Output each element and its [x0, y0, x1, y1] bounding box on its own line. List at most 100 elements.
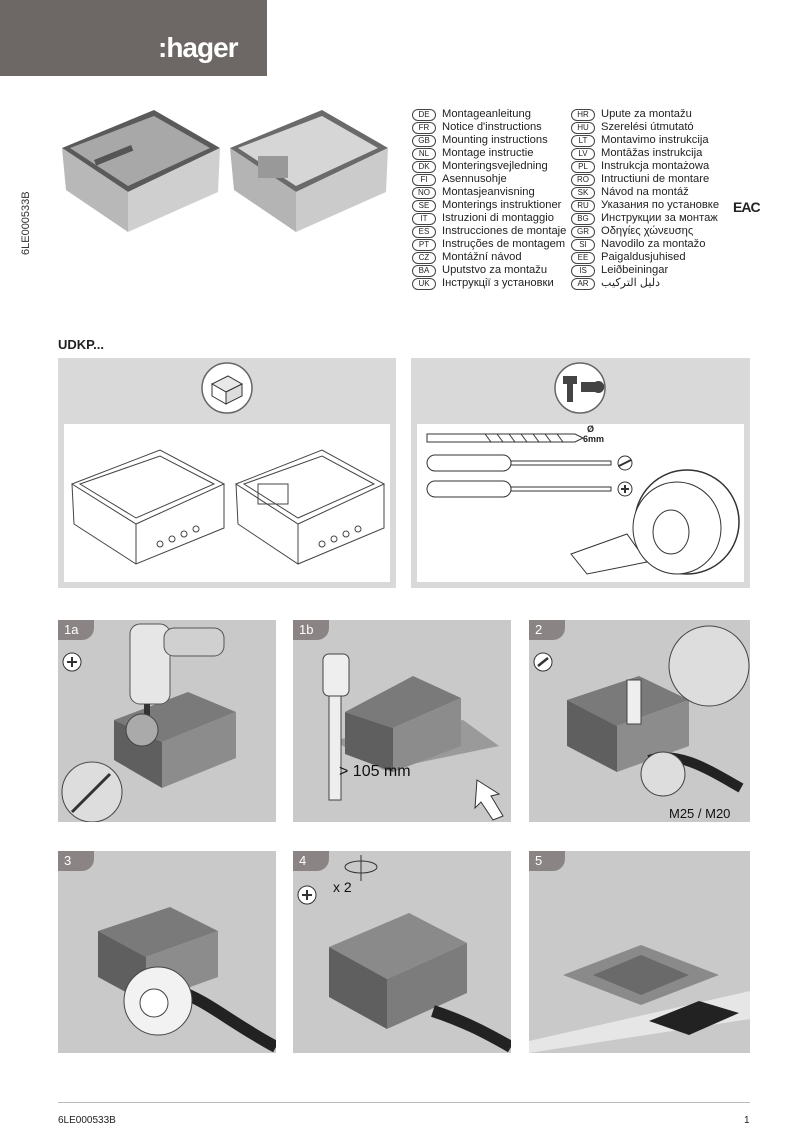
phillips-screwdriver-icon — [426, 480, 633, 498]
language-row: SK Návod na montáž — [571, 186, 719, 199]
language-title: Intructiuni de montare — [601, 173, 710, 185]
screwing-illustration — [329, 855, 511, 1053]
language-code-badge: HU — [571, 121, 595, 134]
phillips-icon — [62, 652, 82, 672]
language-row: SI Navodilo za montažo — [571, 238, 719, 251]
language-row: ES Instrucciones de montaje — [412, 225, 566, 238]
language-code-badge: NL — [412, 147, 436, 160]
language-code-badge: NO — [412, 186, 436, 199]
product-code: UDKP... — [58, 337, 104, 352]
language-code-badge: RU — [571, 199, 595, 212]
language-title: Paigaldusjuhised — [601, 251, 686, 263]
language-row: FI Asennusohje — [412, 173, 566, 186]
language-title: Instrukcja montażowa — [601, 160, 710, 172]
footer-doc-id: 6LE000533B — [58, 1115, 116, 1126]
language-code-badge: BG — [571, 212, 595, 225]
step-1a-panel: 1a — [58, 620, 276, 822]
language-row: IT Istruzioni di montaggio — [412, 212, 566, 225]
taping-illustration — [98, 907, 276, 1053]
language-title: Οδηγίες χώνευσης — [601, 225, 694, 237]
language-row: NL Montage instructie — [412, 147, 566, 160]
language-title: Mounting instructions — [442, 134, 548, 146]
language-code-badge: EE — [571, 251, 595, 264]
language-code-badge: LV — [571, 147, 595, 160]
language-code-badge: UK — [412, 277, 436, 290]
contents-box-open-drawing — [234, 449, 386, 565]
language-code-badge: LT — [571, 134, 595, 147]
step-3-panel: 3 — [58, 851, 276, 1053]
language-title: Istruzioni di montaggio — [442, 212, 554, 224]
flat-screwdriver-icon — [426, 454, 633, 472]
language-title: Szerelési útmutató — [601, 121, 694, 133]
language-row: IS Leiðbeiningar — [571, 264, 719, 277]
language-title: Инструкции за монтаж — [601, 212, 718, 224]
language-row: RU Указания по установке — [571, 199, 719, 212]
language-row: GB Mounting instructions — [412, 134, 566, 147]
language-title: دليل التركيب — [601, 277, 661, 289]
language-code-badge: PT — [412, 238, 436, 251]
language-title: Návod na montáž — [601, 186, 689, 198]
step-number: 4 — [293, 851, 329, 871]
language-row: PL Instrukcja montażowa — [571, 160, 719, 173]
language-title: Notice d'instructions — [442, 121, 542, 133]
language-title: Asennusohje — [442, 173, 507, 185]
language-row: PT Instruções de montagem — [412, 238, 566, 251]
step-number: 5 — [529, 851, 565, 871]
language-code-badge: IS — [571, 264, 595, 277]
language-title: Instruções de montagem — [442, 238, 566, 250]
language-title: Montage instructie — [442, 147, 534, 159]
conduit-label: M25 / M20 — [669, 806, 731, 821]
language-title: Leiðbeiningar — [601, 264, 669, 276]
product-photo-open — [230, 110, 388, 232]
language-row: LV Montāžas instrukcija — [571, 147, 719, 160]
measure-label: > 105 mm — [339, 763, 411, 780]
language-title: Указания по установке — [601, 199, 720, 211]
measuring-illustration — [322, 653, 504, 821]
language-code-badge: DK — [412, 160, 436, 173]
finished-installation-illustration — [529, 945, 750, 1053]
screw-count: x 2 — [333, 879, 352, 895]
flat-icon — [533, 652, 553, 672]
language-code-badge: PL — [571, 160, 595, 173]
language-code-badge: SK — [571, 186, 595, 199]
step-2-panel: 2 M25 / M20 — [529, 620, 750, 822]
page-number: 1 — [744, 1115, 750, 1126]
language-title: Navodilo za montažo — [601, 238, 706, 250]
language-code-badge: RO — [571, 173, 595, 186]
language-code-badge: ES — [412, 225, 436, 238]
language-title: Instrucciones de montaje — [442, 225, 567, 237]
step-5-panel: 5 — [529, 851, 750, 1053]
language-row: BG Инструкции за монтаж — [571, 212, 719, 225]
drilling-illustration — [61, 623, 236, 822]
step-number: 1a — [58, 620, 94, 640]
language-code-badge: DE — [412, 108, 436, 121]
language-title: Montážní návod — [442, 251, 522, 263]
language-code-badge: GB — [412, 134, 436, 147]
drill-size-label: 6mm — [583, 434, 605, 444]
language-code-badge: CZ — [412, 251, 436, 264]
language-row: RO Intructiuni de montare — [571, 173, 719, 186]
tape-roll-icon — [570, 469, 740, 575]
language-title: Monterings instruktioner — [442, 199, 562, 211]
tools-panel: Ø 6mm — [411, 358, 750, 588]
box-icon — [201, 362, 253, 414]
language-row: GR Οδηγίες χώνευσης — [571, 225, 719, 238]
language-code-badge: GR — [571, 225, 595, 238]
phillips-icon — [297, 885, 317, 905]
knockout-illustration — [567, 625, 750, 797]
brand-bar: :hager — [0, 0, 267, 76]
language-code-badge: IT — [412, 212, 436, 225]
language-code-badge: SI — [571, 238, 595, 251]
language-title: Montāžas instrukcija — [601, 147, 703, 159]
language-code-badge: FI — [412, 173, 436, 186]
language-row: HU Szerelési útmutató — [571, 121, 719, 134]
